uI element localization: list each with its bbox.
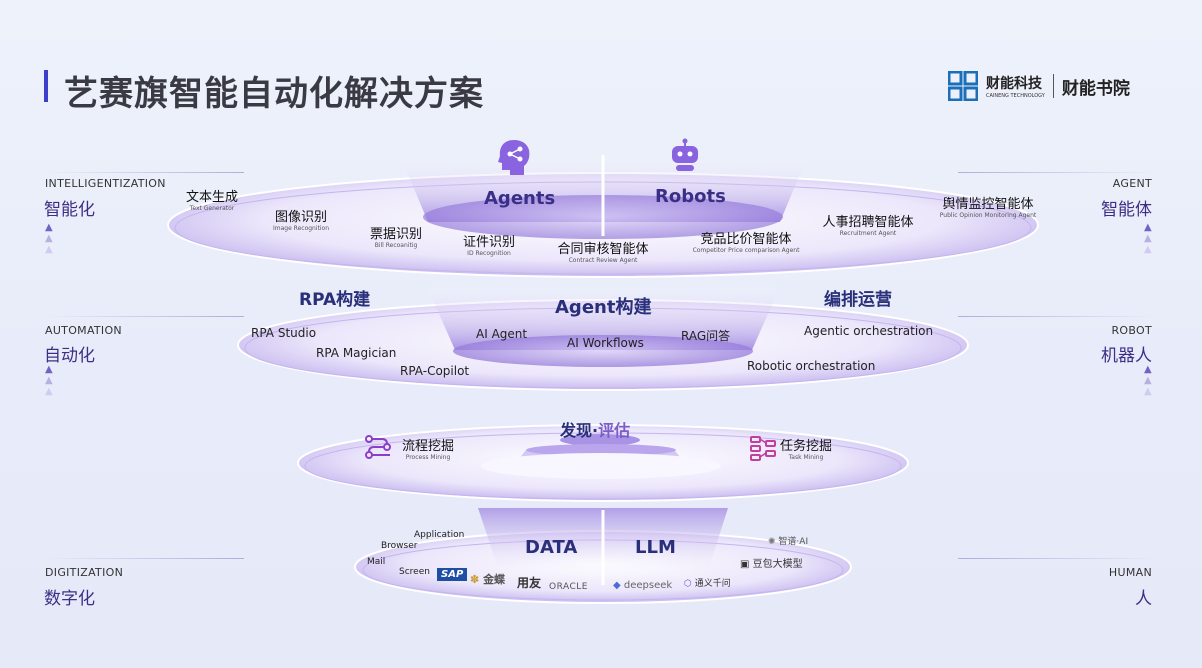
- right-level-cn-1: 智能体: [1101, 200, 1152, 220]
- item-agentic-orchestration: Agentic orchestration: [804, 324, 934, 338]
- left-level-en-3: DIGITIZATION: [45, 566, 124, 579]
- deepseek-logo: ◆ deepseek: [613, 580, 673, 591]
- oracle-logo: ORACLE: [549, 582, 588, 592]
- up-arrows-icon: ▲▲▲: [45, 222, 53, 255]
- process-mining-icon: [364, 434, 392, 460]
- right-level-en-1: AGENT: [1112, 177, 1152, 190]
- orchestration-title: 编排运营: [824, 290, 892, 310]
- kingdee-logo: ✽ 金蝶: [470, 573, 506, 586]
- task-mining-icon: [749, 434, 777, 462]
- right-level-en-3: HUMAN: [1108, 566, 1152, 579]
- logo-cn: 财能科技: [986, 76, 1042, 92]
- logo-calligraphy: 财能书院: [1061, 78, 1130, 99]
- right-divider-3: [958, 558, 1158, 559]
- up-arrows-icon: ▲▲▲: [1144, 364, 1152, 397]
- layer1-disc: [167, 155, 1039, 278]
- llm-label: LLM: [635, 537, 676, 558]
- robot-icon: [669, 138, 701, 172]
- qwen-logo: ⬡ 通义千问: [684, 579, 731, 589]
- layer2-disc: [237, 282, 969, 391]
- layer4-disc: [354, 508, 852, 604]
- right-level-cn-3: 人: [1135, 589, 1152, 609]
- zhipu-logo: ✺ 智谱·AI: [768, 537, 809, 547]
- sap-logo: SAP: [437, 568, 468, 581]
- item-ai-workflows: AI Workflows: [567, 336, 644, 350]
- robots-label: Robots: [655, 186, 726, 207]
- data-label: DATA: [525, 537, 578, 558]
- source-mail: Mail: [367, 557, 386, 567]
- item-rpa-magician: RPA Magician: [316, 346, 397, 360]
- right-level-en-2: ROBOT: [1111, 324, 1152, 337]
- discover-evaluate-title: 发现·评估: [560, 421, 631, 440]
- up-arrows-icon: ▲▲▲: [45, 364, 53, 397]
- left-divider-1: [44, 172, 244, 173]
- rpa-build-title: RPA构建: [299, 290, 371, 310]
- logo-mark-icon: [948, 71, 978, 101]
- agents-label: Agents: [484, 188, 556, 209]
- yonyou-logo: 用友: [517, 576, 542, 590]
- right-divider-1: [958, 172, 1158, 173]
- right-level-cn-2: 机器人: [1101, 346, 1152, 366]
- logo-en: CAINENG TECHNOLOGY: [986, 93, 1045, 99]
- left-level-cn-1: 智能化: [44, 200, 95, 220]
- left-level-en-2: AUTOMATION: [45, 324, 122, 337]
- source-application: Application: [414, 530, 465, 540]
- source-browser: Browser: [381, 541, 418, 551]
- layer3-disc: [297, 424, 909, 502]
- left-divider-2: [44, 316, 244, 317]
- item-rpa-studio: RPA Studio: [251, 326, 317, 340]
- left-level-en-1: INTELLIGENTIZATION: [45, 177, 166, 190]
- title-accent-bar: [44, 70, 48, 102]
- agent-head-icon: [496, 138, 532, 176]
- item-robotic-orchestration: Robotic orchestration: [747, 359, 876, 373]
- item-ai-agent: AI Agent: [476, 327, 528, 341]
- brand-logo: 财能科技 CAINENG TECHNOLOGY 财能书院: [948, 70, 1130, 102]
- item-rpa-copilot: RPA-Copilot: [400, 364, 470, 378]
- logo-divider: [1052, 74, 1054, 98]
- up-arrows-icon: ▲▲▲: [1144, 222, 1152, 255]
- right-divider-2: [958, 316, 1158, 317]
- item-rag-qa: RAG问答: [681, 329, 731, 343]
- left-level-cn-3: 数字化: [44, 589, 95, 609]
- left-divider-3: [44, 558, 244, 559]
- left-level-cn-2: 自动化: [44, 346, 95, 366]
- page-title: 艺赛旗智能自动化解决方案: [64, 74, 484, 114]
- doubao-logo: ▣ 豆包大模型: [740, 559, 803, 570]
- agent-build-title: Agent构建: [555, 297, 652, 318]
- source-screen: Screen: [399, 567, 430, 577]
